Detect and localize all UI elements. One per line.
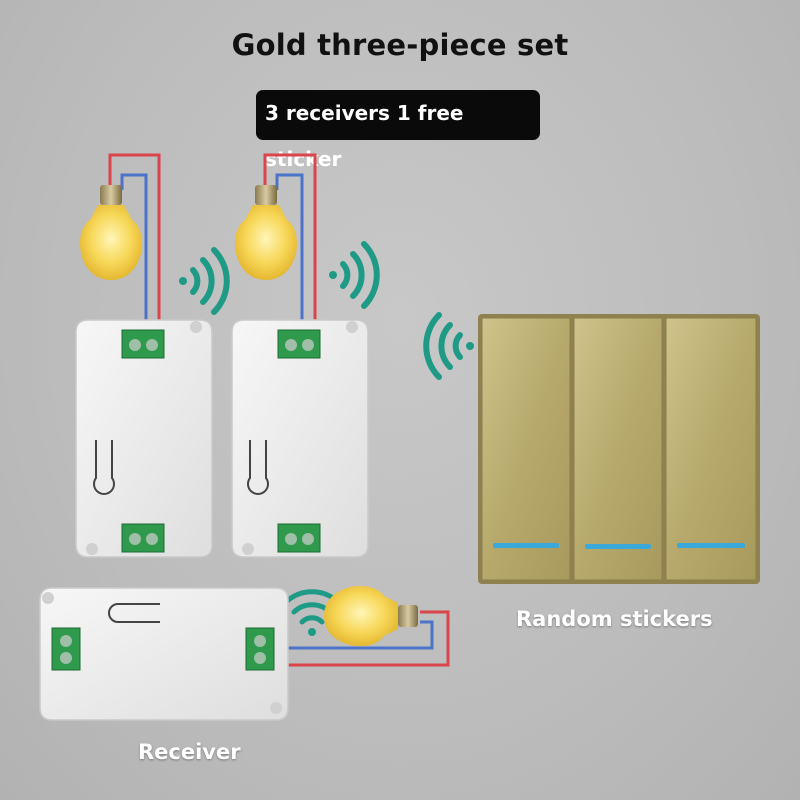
receiver-module (231, 319, 369, 558)
receiver-2-wiring (263, 153, 317, 320)
receiver-3-wiring (288, 610, 450, 667)
page-title: Gold three-piece set (231, 28, 569, 62)
receiver-label: Receiver (138, 740, 241, 764)
indicator-light (585, 544, 651, 549)
indicator-light (677, 543, 745, 548)
bulb-icon (80, 185, 142, 280)
random-stickers-label: Random stickers (516, 607, 713, 631)
bulb-icon (324, 585, 418, 647)
indicator-light (493, 543, 559, 548)
receiver-module (75, 319, 213, 558)
wifi-signal-icon (179, 247, 230, 315)
wifi-signal-icon (423, 312, 474, 380)
wifi-signal-icon (329, 241, 380, 309)
offer-badge: 3 receivers 1 free sticker (256, 90, 540, 171)
gold-wall-switch (478, 314, 760, 584)
receiver-module (39, 587, 289, 721)
receiver-1-wiring (108, 153, 161, 320)
bulb-icon (235, 185, 297, 280)
